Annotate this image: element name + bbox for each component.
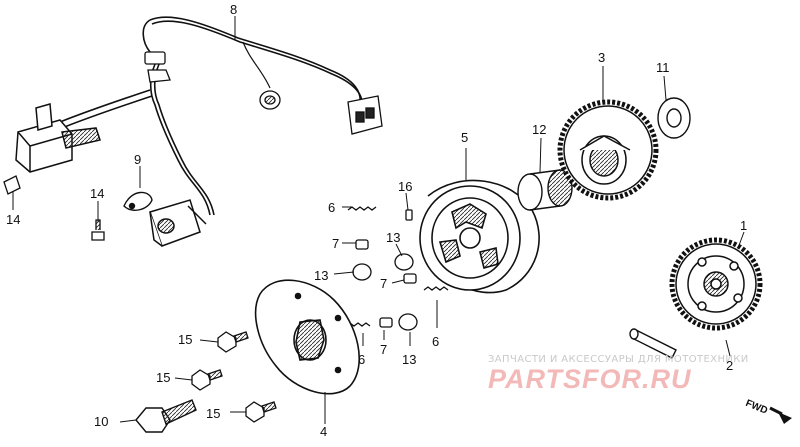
callout-12: 12: [532, 122, 546, 137]
screw-14: [91, 219, 105, 241]
watermark-tagline: ЗАПЧАСТИ И АКСЕССУАРЫ ДЛЯ МОТОТЕХНИКИ: [488, 354, 749, 365]
bolt-15-c: [245, 401, 277, 423]
pulse-generator-coil: [15, 103, 101, 173]
spring-caps: [355, 209, 417, 328]
callout-13-b: 13: [386, 230, 400, 245]
leader-lines: [12, 16, 745, 424]
callout-13-c: 13: [402, 352, 416, 367]
starter-clutch-outer: [419, 179, 540, 294]
callout-13-a: 13: [314, 268, 328, 283]
callout-4: 4: [320, 424, 327, 439]
needle-bearing: [517, 169, 573, 211]
wiring-harness: [59, 16, 364, 216]
clutch-rollers: [352, 253, 418, 331]
charge-coil: [149, 199, 207, 247]
bolt-15-b: [191, 369, 223, 391]
callout-11: 11: [656, 60, 670, 75]
callout-5: 5: [461, 130, 468, 145]
fwd-arrow-icon: [769, 406, 792, 424]
callout-9: 9: [134, 152, 141, 167]
callout-10: 10: [94, 414, 108, 429]
callout-7-a: 7: [332, 236, 339, 251]
wire-clamp: [123, 191, 153, 211]
callout-14-a: 14: [90, 186, 104, 201]
callout-14-b: 14: [6, 212, 20, 227]
bolt-15-a: [217, 331, 249, 353]
callout-6-b: 6: [358, 352, 365, 367]
starter-clutch-plate: [254, 279, 361, 395]
bullet-connector: [259, 90, 281, 110]
starter-idle-gear: [669, 237, 763, 331]
connector-clip: [144, 51, 171, 83]
idle-gear-shaft: [629, 328, 677, 359]
watermark-logo: PARTSFOR.RU: [488, 364, 692, 394]
callout-6-a: 6: [328, 200, 335, 215]
callout-2: 2: [726, 358, 733, 373]
flywheel-bolt: [135, 399, 197, 433]
starter-driven-gear: [557, 99, 659, 201]
callout-1: 1: [740, 218, 747, 233]
small-clip: [3, 175, 21, 195]
callout-7-b: 7: [380, 276, 387, 291]
callout-7-c: 7: [380, 342, 387, 357]
callout-3: 3: [598, 50, 605, 65]
callout-15-b: 15: [156, 370, 170, 385]
callout-16: 16: [398, 179, 412, 194]
callout-8: 8: [230, 2, 237, 17]
callout-6-c: 6: [432, 334, 439, 349]
coupler-connector: [347, 95, 383, 135]
callout-15-c: 15: [206, 406, 220, 421]
thrust-washer: [657, 97, 691, 139]
callout-15-a: 15: [178, 332, 192, 347]
